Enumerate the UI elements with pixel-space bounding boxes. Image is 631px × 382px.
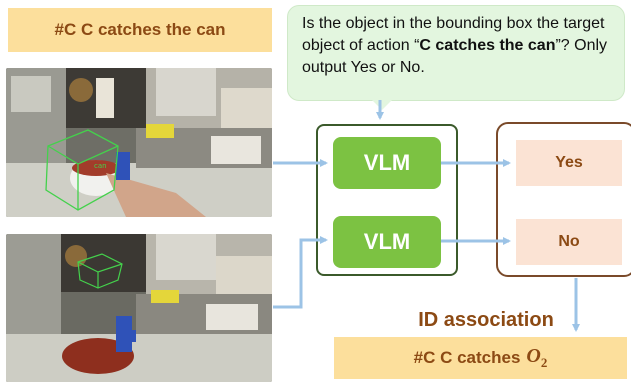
kitchen-scene-bottom-image xyxy=(6,234,272,382)
vlm-group-frame xyxy=(316,124,458,276)
vlm-block-bottom: VLM xyxy=(333,216,441,268)
result-action-caption: #C C catches O2 xyxy=(334,337,627,379)
prompt-text-part2: ”? Only output Yes or No. xyxy=(302,37,608,76)
answers-group-frame xyxy=(496,122,631,277)
vlm-block-top: VLM xyxy=(333,137,441,189)
top-action-caption: #C C catches the can xyxy=(8,8,272,52)
object-id-subscript: 2 xyxy=(540,355,548,370)
result-caption-prefix: #C C catches xyxy=(413,348,521,367)
answer-yes: Yes xyxy=(516,140,622,186)
svg-text:can: can xyxy=(94,162,107,170)
kitchen-scene-top-image: can xyxy=(6,68,272,217)
answer-no: No xyxy=(516,219,622,265)
frame-image-bottom xyxy=(6,234,272,382)
vlm-prompt-bubble: Is the object in the bounding box the ta… xyxy=(287,5,625,101)
prompt-text-part1: Is the object in the bounding box the ta… xyxy=(302,15,605,54)
frame-image-top: can xyxy=(6,68,272,217)
prompt-bubble-tail xyxy=(372,100,392,110)
id-association-label: ID association xyxy=(418,308,554,331)
prompt-text-action: C catches the can xyxy=(419,37,556,54)
object-id-symbol: O2 xyxy=(526,345,548,370)
